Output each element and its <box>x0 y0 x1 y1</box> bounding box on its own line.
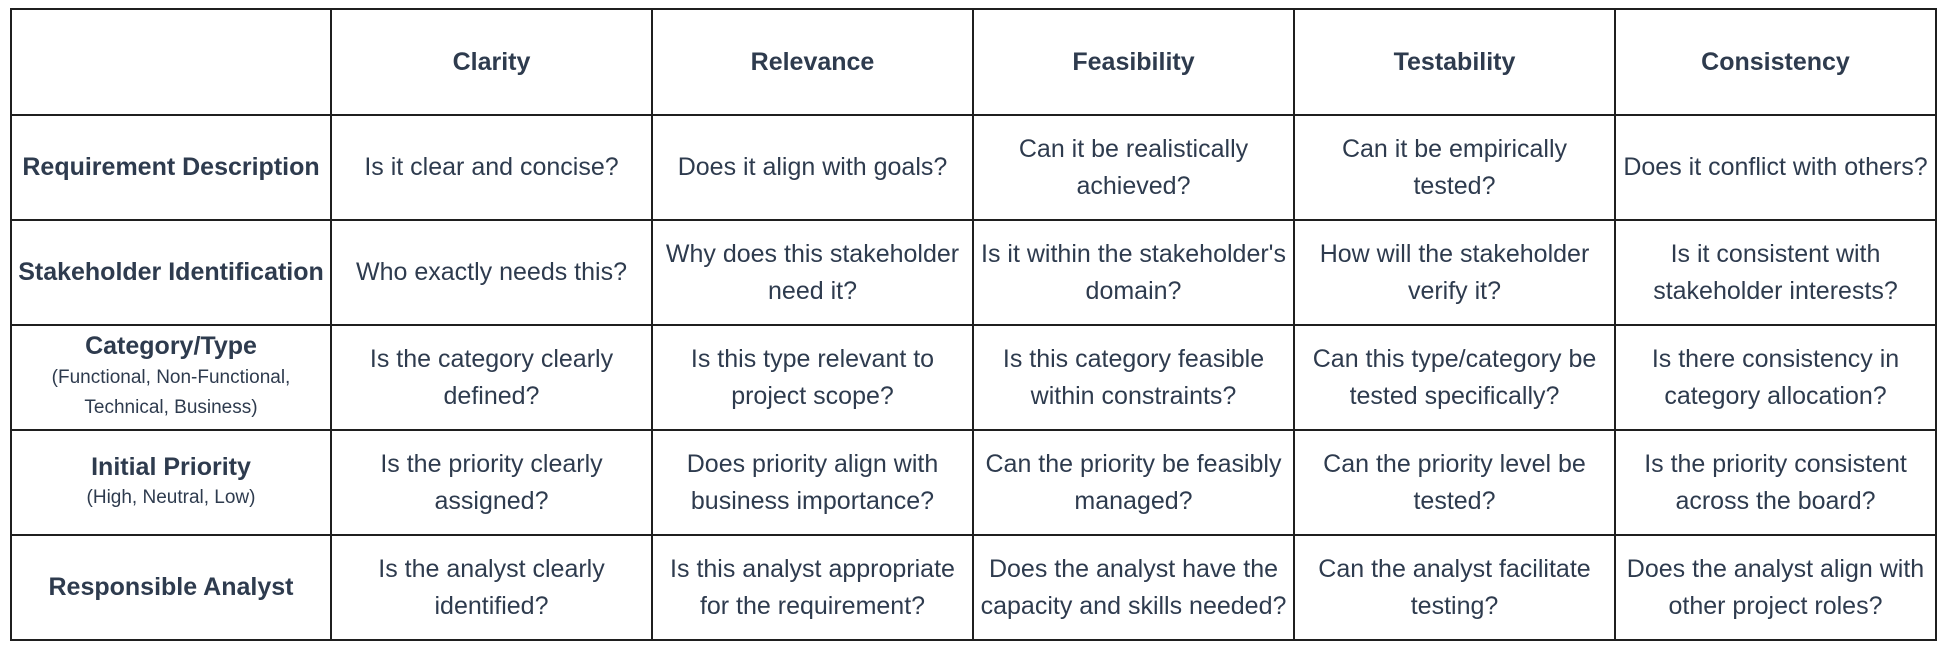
table-cell: Is it consistent with stakeholder intere… <box>1614 219 1937 326</box>
row-header-sublabel: (High, Neutral, Low) <box>86 486 256 508</box>
matrix-container: Clarity Relevance Feasibility Testabilit… <box>10 8 1937 641</box>
table-cell: Does the analyst have the capacity and s… <box>972 534 1295 641</box>
table-cell: Does the analyst align with other projec… <box>1614 534 1937 641</box>
table-cell: Is this type relevant to project scope? <box>651 324 974 431</box>
table-cell: Can this type/category be tested specifi… <box>1293 324 1616 431</box>
table-cell: Can it be realistically achieved? <box>972 114 1295 221</box>
table-cell: Can the analyst facilitate testing? <box>1293 534 1616 641</box>
row-header: Requirement Description <box>10 114 332 221</box>
table-row: Requirement Description Is it clear and … <box>10 114 1937 221</box>
table-cell: Can the priority level be tested? <box>1293 429 1616 536</box>
table-cell: Why does this stakeholder need it? <box>651 219 974 326</box>
table-cell: Is it clear and concise? <box>330 114 653 221</box>
row-header-label: Category/Type <box>85 332 257 361</box>
table-cell: How will the stakeholder verify it? <box>1293 219 1616 326</box>
table-cell: Does it align with goals? <box>651 114 974 221</box>
table-cell: Is this analyst appropriate for the requ… <box>651 534 974 641</box>
table-cell: Who exactly needs this? <box>330 219 653 326</box>
row-header: Category/Type (Functional, Non-Functiona… <box>10 324 332 431</box>
table-cell: Does priority align with business import… <box>651 429 974 536</box>
row-header: Responsible Analyst <box>10 534 332 641</box>
table-cell: Is there consistency in category allocat… <box>1614 324 1937 431</box>
table-cell: Can the priority be feasibly managed? <box>972 429 1295 536</box>
table-row: Category/Type (Functional, Non-Functiona… <box>10 324 1937 431</box>
row-header-sublabel: (Functional, Non-Functional, Technical, … <box>51 366 291 419</box>
table-cell: Is this category feasible within constra… <box>972 324 1295 431</box>
row-header-label: Stakeholder Identification <box>18 257 324 286</box>
row-header: Stakeholder Identification <box>10 219 332 326</box>
table-row: Stakeholder Identification Who exactly n… <box>10 219 1937 326</box>
table-cell: Can it be empirically tested? <box>1293 114 1616 221</box>
column-header-consistency: Consistency <box>1614 8 1937 116</box>
column-header-clarity: Clarity <box>330 8 653 116</box>
table-row: Responsible Analyst Is the analyst clear… <box>10 534 1937 641</box>
column-header-feasibility: Feasibility <box>972 8 1295 116</box>
table-cell: Is the analyst clearly identified? <box>330 534 653 641</box>
table-cell: Does it conflict with others? <box>1614 114 1937 221</box>
column-header-relevance: Relevance <box>651 8 974 116</box>
table-row: Initial Priority (High, Neutral, Low) Is… <box>10 429 1937 536</box>
table-cell: Is the category clearly defined? <box>330 324 653 431</box>
requirements-quality-matrix: Clarity Relevance Feasibility Testabilit… <box>10 8 1937 641</box>
corner-cell <box>10 8 332 116</box>
table-cell: Is the priority clearly assigned? <box>330 429 653 536</box>
row-header-label: Requirement Description <box>22 152 320 181</box>
row-header: Initial Priority (High, Neutral, Low) <box>10 429 332 536</box>
row-header-label: Responsible Analyst <box>48 572 294 601</box>
table-cell: Is it within the stakeholder's domain? <box>972 219 1295 326</box>
table-cell: Is the priority consistent across the bo… <box>1614 429 1937 536</box>
column-header-testability: Testability <box>1293 8 1616 116</box>
row-header-label: Initial Priority <box>91 452 251 481</box>
header-row: Clarity Relevance Feasibility Testabilit… <box>10 8 1937 116</box>
